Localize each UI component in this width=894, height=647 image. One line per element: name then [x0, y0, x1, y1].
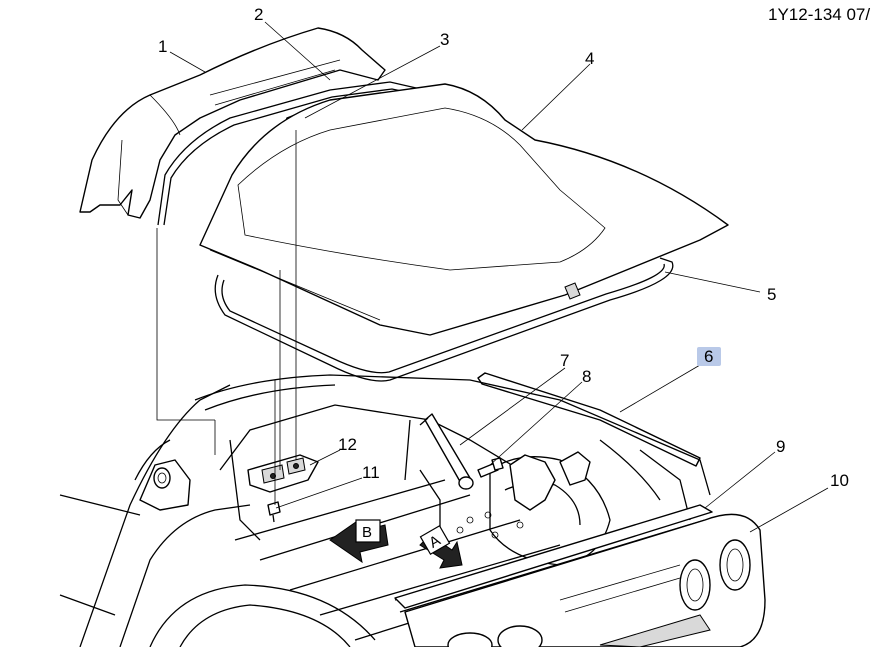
leader-lines: [169, 21, 829, 533]
part-5-seal: [214, 257, 674, 382]
callout-2: 2: [254, 5, 263, 24]
callouts: 1 2 3 4 5 6 7 8 9 10 11 12: [158, 5, 849, 490]
callout-1: 1: [158, 37, 167, 56]
view-arrow-b: B: [329, 519, 389, 564]
part-2-trim: [157, 81, 426, 226]
view-arrow-a: A: [419, 525, 463, 569]
part-10-fascia: [404, 513, 766, 647]
callout-8: 8: [582, 367, 591, 386]
part-9-sill: [394, 504, 713, 609]
assembly-guide-lines: [156, 130, 297, 505]
part-11-screw: [267, 501, 281, 523]
part-1-spoiler: [79, 27, 386, 219]
callout-9: 9: [776, 437, 785, 456]
callout-10: 10: [830, 471, 849, 490]
callout-7: 7: [560, 351, 569, 370]
figure-id: 1Y12-134 07/: [768, 5, 870, 24]
callout-12: 12: [338, 435, 357, 454]
part-6-strip: [477, 372, 701, 467]
callout-6-highlight: [697, 347, 721, 366]
callout-3: 3: [440, 30, 449, 49]
callout-11: 11: [362, 463, 380, 482]
callout-6: 6: [704, 347, 713, 366]
part-4-lid: [199, 83, 729, 336]
callout-5: 5: [767, 285, 776, 304]
callout-4: 4: [585, 49, 594, 68]
vehicle-body: [59, 374, 711, 647]
view-arrow-b-label: B: [362, 524, 372, 541]
part-12-latch: [247, 454, 319, 493]
part-7-strut: [419, 413, 474, 490]
